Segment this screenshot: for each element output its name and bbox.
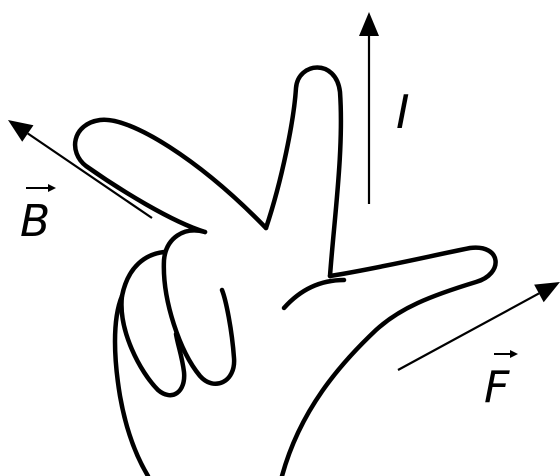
current-arrow-head xyxy=(359,12,379,36)
middle-finger-outline xyxy=(266,68,341,277)
thumb-outline xyxy=(282,248,496,476)
force-arrow-head xyxy=(534,282,560,302)
force-label: F xyxy=(484,362,510,413)
field-vector-hat-icon xyxy=(26,184,56,192)
ring-finger-outline xyxy=(164,230,234,383)
index-finger-outline xyxy=(75,120,266,232)
current-label: I xyxy=(396,85,410,139)
force-vector-hat-icon xyxy=(494,350,518,358)
field-arrow-head xyxy=(8,120,33,142)
palm-crease-outline xyxy=(284,280,344,308)
vectors xyxy=(8,12,560,370)
wrist-outline xyxy=(115,296,148,476)
labels: I B F xyxy=(20,85,518,413)
hand-drawing xyxy=(75,68,496,476)
force-arrow-line xyxy=(398,293,539,370)
field-label: B xyxy=(20,196,50,247)
